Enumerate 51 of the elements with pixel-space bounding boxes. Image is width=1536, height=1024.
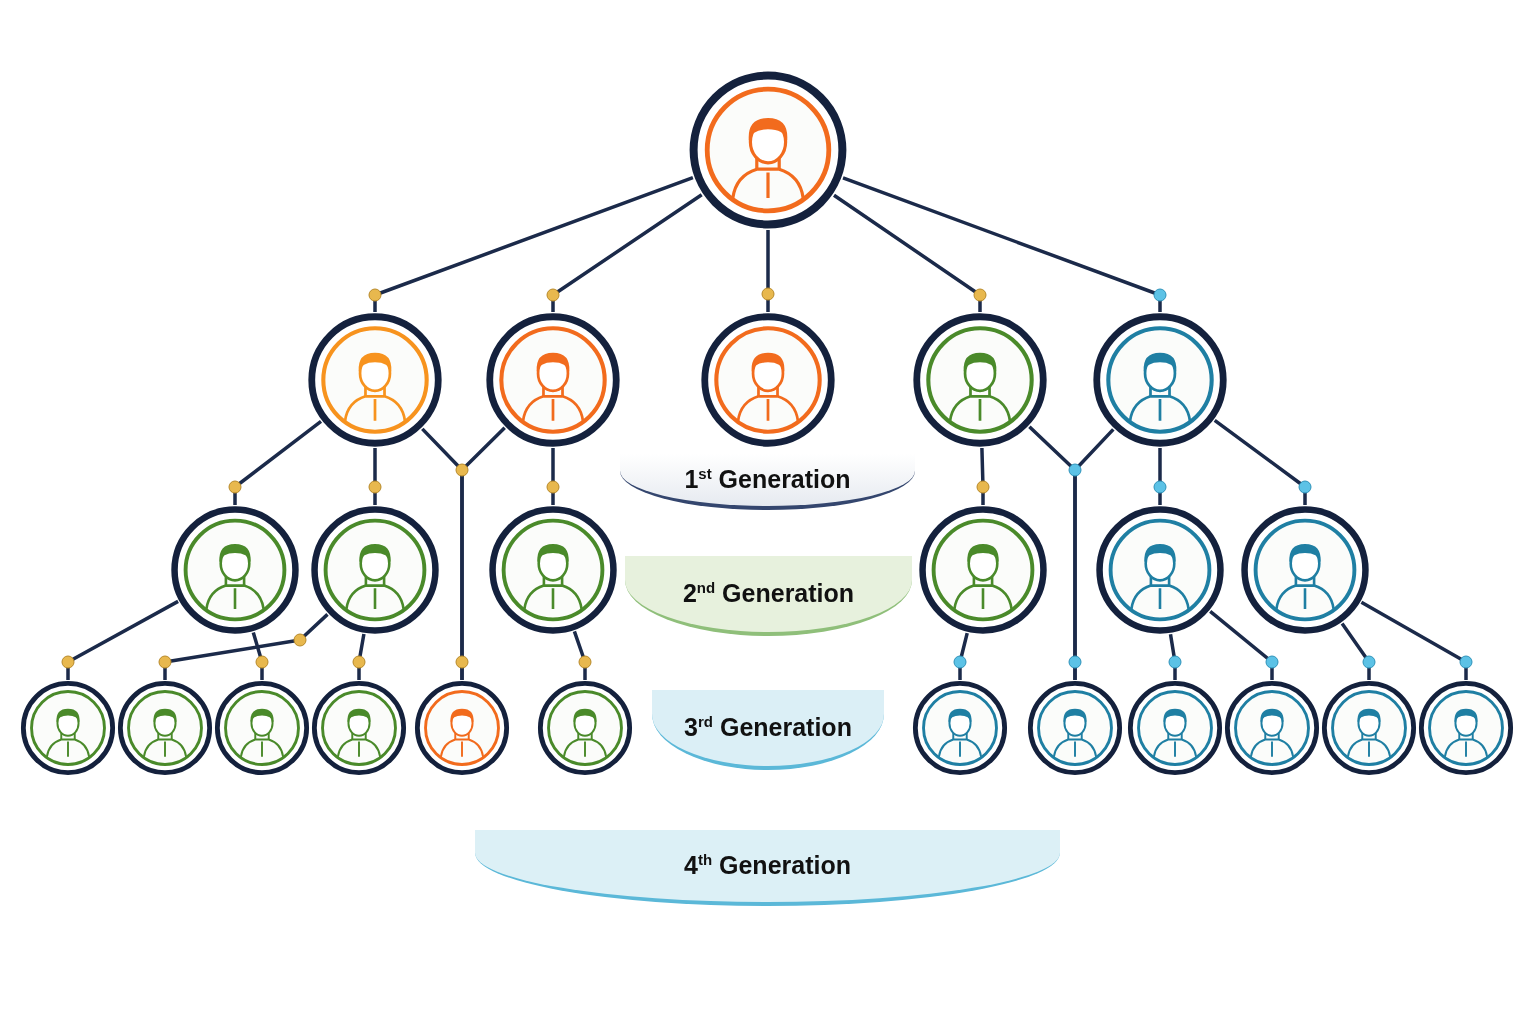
connector-line [1158, 448, 1162, 505]
connector-line [766, 230, 770, 312]
person-icon [1224, 680, 1320, 776]
generation-label: 2$^{nd}$ Generation [682, 579, 855, 609]
person-icon [1092, 312, 1228, 448]
connector-line [233, 419, 323, 505]
connector-line [1213, 419, 1307, 505]
person-icon [1418, 680, 1514, 776]
connector-line [1360, 600, 1468, 680]
generation-label: 1$^{st}$ Generation [684, 465, 851, 495]
person-icon [688, 70, 848, 230]
person-icon [1027, 680, 1123, 776]
connector-line [66, 599, 179, 680]
connector-line [842, 176, 1162, 312]
connector-line [958, 632, 969, 680]
connector-line [373, 176, 694, 312]
person-icon [310, 505, 440, 635]
connector-line [551, 193, 703, 312]
person-icon [1240, 505, 1370, 635]
person-icon [307, 312, 443, 448]
connector-line [572, 630, 587, 680]
person-icon [488, 505, 618, 635]
connector-line [1209, 609, 1274, 680]
person-icon [1095, 505, 1225, 635]
person-icon [537, 680, 633, 776]
generation-label: 4$^{th}$ Generation [684, 851, 851, 881]
connector-line [251, 631, 264, 680]
person-icon [20, 680, 116, 776]
connector-line [460, 426, 506, 680]
person-icon [170, 505, 300, 635]
generation-label: 3$^{rd}$ Generation [684, 713, 852, 743]
person-icon [214, 680, 310, 776]
connector-line [551, 448, 555, 505]
connector-line [1168, 633, 1177, 680]
person-icon [700, 312, 836, 448]
person-icon [1127, 680, 1223, 776]
connector-line [833, 193, 982, 312]
connector-line [980, 447, 985, 505]
connector-line [1073, 428, 1115, 680]
person-icon [912, 312, 1048, 448]
person-icon [1321, 680, 1417, 776]
person-icon [485, 312, 621, 448]
person-icon [912, 680, 1008, 776]
connector-line [373, 448, 377, 505]
person-icon [414, 680, 510, 776]
connector-line [357, 633, 366, 680]
person-icon [117, 680, 213, 776]
person-icon [311, 680, 407, 776]
person-icon [918, 505, 1048, 635]
connector-line [1340, 622, 1371, 680]
connector-line [163, 613, 329, 680]
